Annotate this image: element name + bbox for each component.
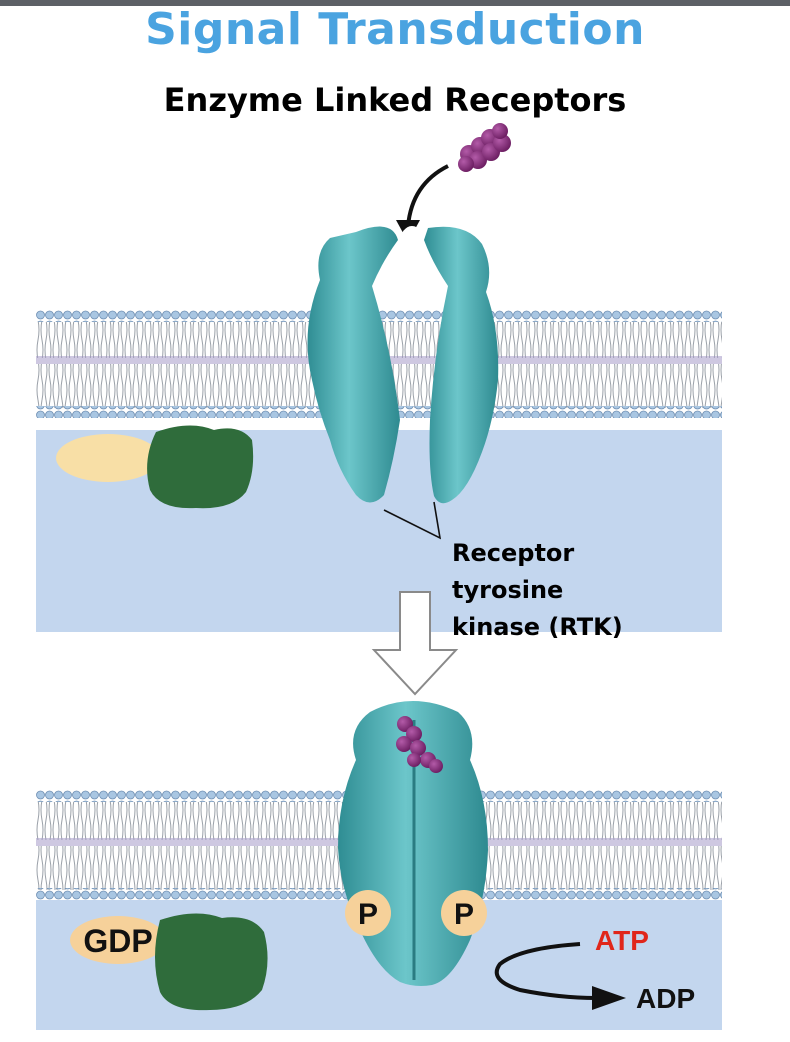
adp-label: ADP — [636, 983, 695, 1014]
phosphate-right: P — [441, 890, 487, 936]
receptor-label-line-1: Receptor — [452, 539, 575, 567]
transition-arrow — [371, 591, 459, 696]
gdp-protein: GDP — [70, 916, 166, 964]
phosphate-left-label: P — [358, 898, 378, 931]
g-protein — [155, 913, 268, 1011]
phosphate-left: P — [345, 890, 391, 936]
receptor-subunit-left — [307, 226, 400, 503]
atp-adp-arrow — [494, 942, 597, 1000]
atp-adp-arrow-head — [592, 986, 626, 1010]
receptor-label: Receptor tyrosine kinase (RTK) — [452, 535, 692, 646]
bound-ligand — [396, 716, 443, 773]
page-title: Signal Transduction — [145, 4, 645, 55]
bottom-panel: P P GDP ATP ADP — [36, 701, 722, 1030]
top-bar — [0, 0, 790, 6]
ligand-molecule — [458, 123, 511, 172]
inactive-oval-protein — [56, 434, 160, 482]
binding-arrow — [406, 164, 449, 227]
phosphate-right-label: P — [454, 898, 474, 931]
inactive-g-protein — [147, 425, 254, 509]
receptor-label-line-3: kinase (RTK) — [452, 613, 623, 641]
page-subtitle: Enzyme Linked Receptors — [163, 81, 627, 119]
gdp-label: GDP — [83, 923, 152, 959]
receptor-pointer-lines — [383, 501, 442, 540]
receptor-subunit-right — [424, 226, 499, 504]
top-panel — [36, 123, 722, 632]
receptor-binding-gap — [400, 226, 424, 258]
atp-label: ATP — [595, 925, 649, 956]
receptor-label-line-2: tyrosine — [452, 576, 564, 604]
